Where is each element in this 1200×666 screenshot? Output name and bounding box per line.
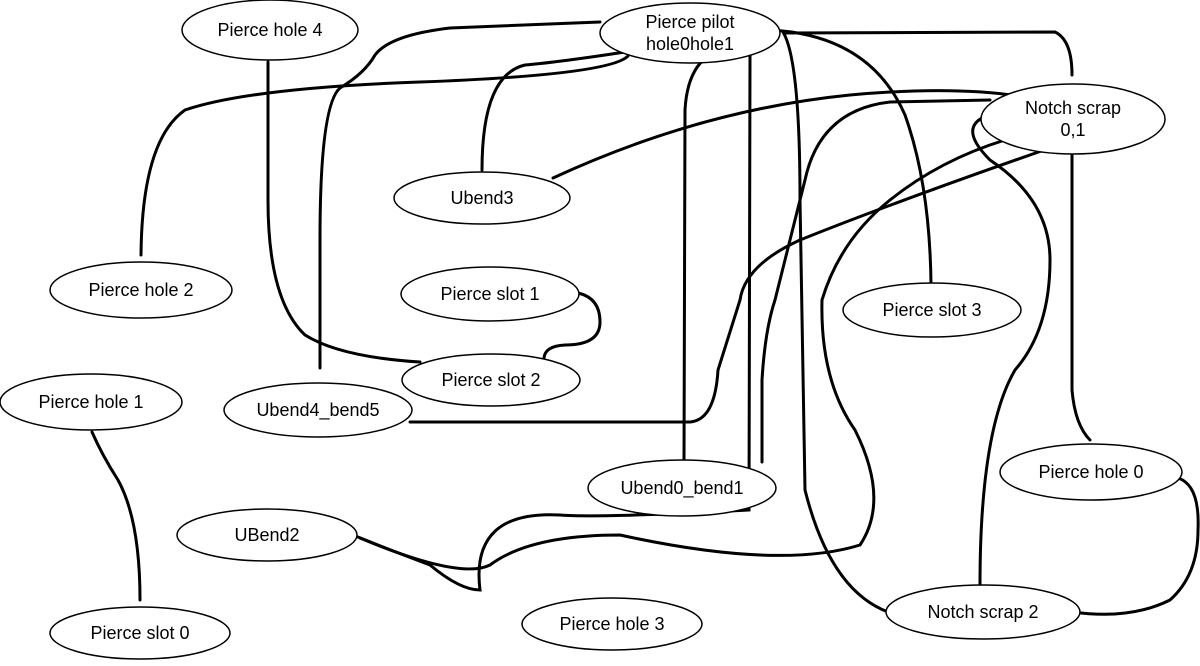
node-ellipse: [885, 584, 1081, 640]
node-label: hole0hole1: [646, 34, 734, 54]
node-ellipse: [980, 83, 1166, 155]
node-label: Pierce pilot: [645, 12, 734, 32]
edge-pierce-hole-0-to-notch-scrap-2: [1071, 476, 1200, 616]
node-ellipse: [0, 373, 183, 431]
edge-pierce-hole-1-to-pierce-slot-0: [90, 430, 142, 602]
node-ellipse: [223, 382, 413, 438]
node-label: Ubend3: [450, 188, 513, 208]
node-pierce-hole-4: Pierce hole 4: [181, 0, 359, 61]
node-ellipse: [393, 171, 571, 225]
node-label: Ubend4_bend5: [256, 400, 379, 421]
edge-pierce-slot-1-to-pierce-slot-2: [542, 291, 602, 360]
node-pierce-slot-3: Pierce slot 3: [842, 282, 1022, 338]
node-label: 0,1: [1060, 120, 1085, 140]
edge-pierce-pilot-to-pierce-hole-2: [139, 54, 630, 257]
node-pierce-hole-3: Pierce hole 3: [521, 597, 703, 651]
node-ellipse: [49, 261, 233, 319]
edge-pierce-pilot-to-ubend3: [480, 50, 627, 172]
node-ubend3: Ubend3: [393, 171, 571, 225]
node-ellipse: [999, 443, 1183, 501]
node-ellipse: [49, 606, 231, 660]
node-pierce-slot-0: Pierce slot 0: [49, 606, 231, 660]
edges-layer: [90, 20, 1200, 616]
node-pierce-slot-2: Pierce slot 2: [401, 353, 581, 407]
node-label: Pierce hole 2: [88, 280, 193, 300]
node-ubend4-bend5: Ubend4_bend5: [223, 382, 413, 438]
edge-pierce-pilot-to-ubend0-bend1: [682, 46, 730, 464]
edge-notch-scrap-01-to-ubend2: [358, 138, 1007, 571]
node-ellipse: [181, 0, 359, 61]
node-label: Pierce slot 3: [882, 300, 981, 320]
node-pierce-hole-2: Pierce hole 2: [49, 261, 233, 319]
node-label: UBend2: [234, 525, 299, 545]
node-pierce-slot-1: Pierce slot 1: [400, 266, 580, 322]
node-label: Pierce slot 1: [440, 284, 539, 304]
node-ellipse: [521, 597, 703, 651]
node-notch-scrap-2: Notch scrap 2: [885, 584, 1081, 640]
node-pierce-hole-1: Pierce hole 1: [0, 373, 183, 431]
node-ellipse: [599, 2, 781, 64]
node-label: Notch scrap: [1025, 98, 1121, 118]
node-label: Pierce slot 0: [90, 623, 189, 643]
node-ellipse: [842, 282, 1022, 338]
edge-pierce-pilot-to-pierce-slot-3: [768, 28, 933, 287]
node-ellipse: [401, 353, 581, 407]
node-label: Pierce hole 4: [217, 20, 322, 40]
edge-notch-scrap-01-to-notch-scrap-2: [971, 116, 1052, 587]
edge-pierce-hole-0-trunk: [1070, 143, 1092, 442]
node-ellipse: [176, 508, 358, 562]
edge-notch-scrap-01-to-ubend0-bend1: [760, 98, 992, 464]
edge-notch-scrap-01-to-ubend4-bend5: [408, 146, 1052, 424]
node-ellipse: [587, 459, 777, 517]
node-label: Pierce hole 3: [559, 614, 664, 634]
edge-pierce-pilot-to-ubend4-bend5: [318, 20, 602, 370]
node-ubend0-bend1: Ubend0_bend1: [587, 459, 777, 517]
edge-pierce-hole-4-to-pierce-slot-2: [266, 60, 422, 364]
node-label: Notch scrap 2: [927, 602, 1038, 622]
node-pierce-hole-0: Pierce hole 0: [999, 443, 1183, 501]
node-ellipse: [400, 266, 580, 322]
edge-pierce-pilot-to-pierce-hole-0: [783, 30, 1074, 77]
node-ubend2: UBend2: [176, 508, 358, 562]
edge-ubend3-to-notch-scrap-01: [551, 89, 1032, 180]
node-label: Ubend0_bend1: [620, 478, 743, 499]
node-label: Pierce slot 2: [441, 370, 540, 390]
node-label: Pierce hole 1: [38, 392, 143, 412]
node-label: Pierce hole 0: [1038, 462, 1143, 482]
